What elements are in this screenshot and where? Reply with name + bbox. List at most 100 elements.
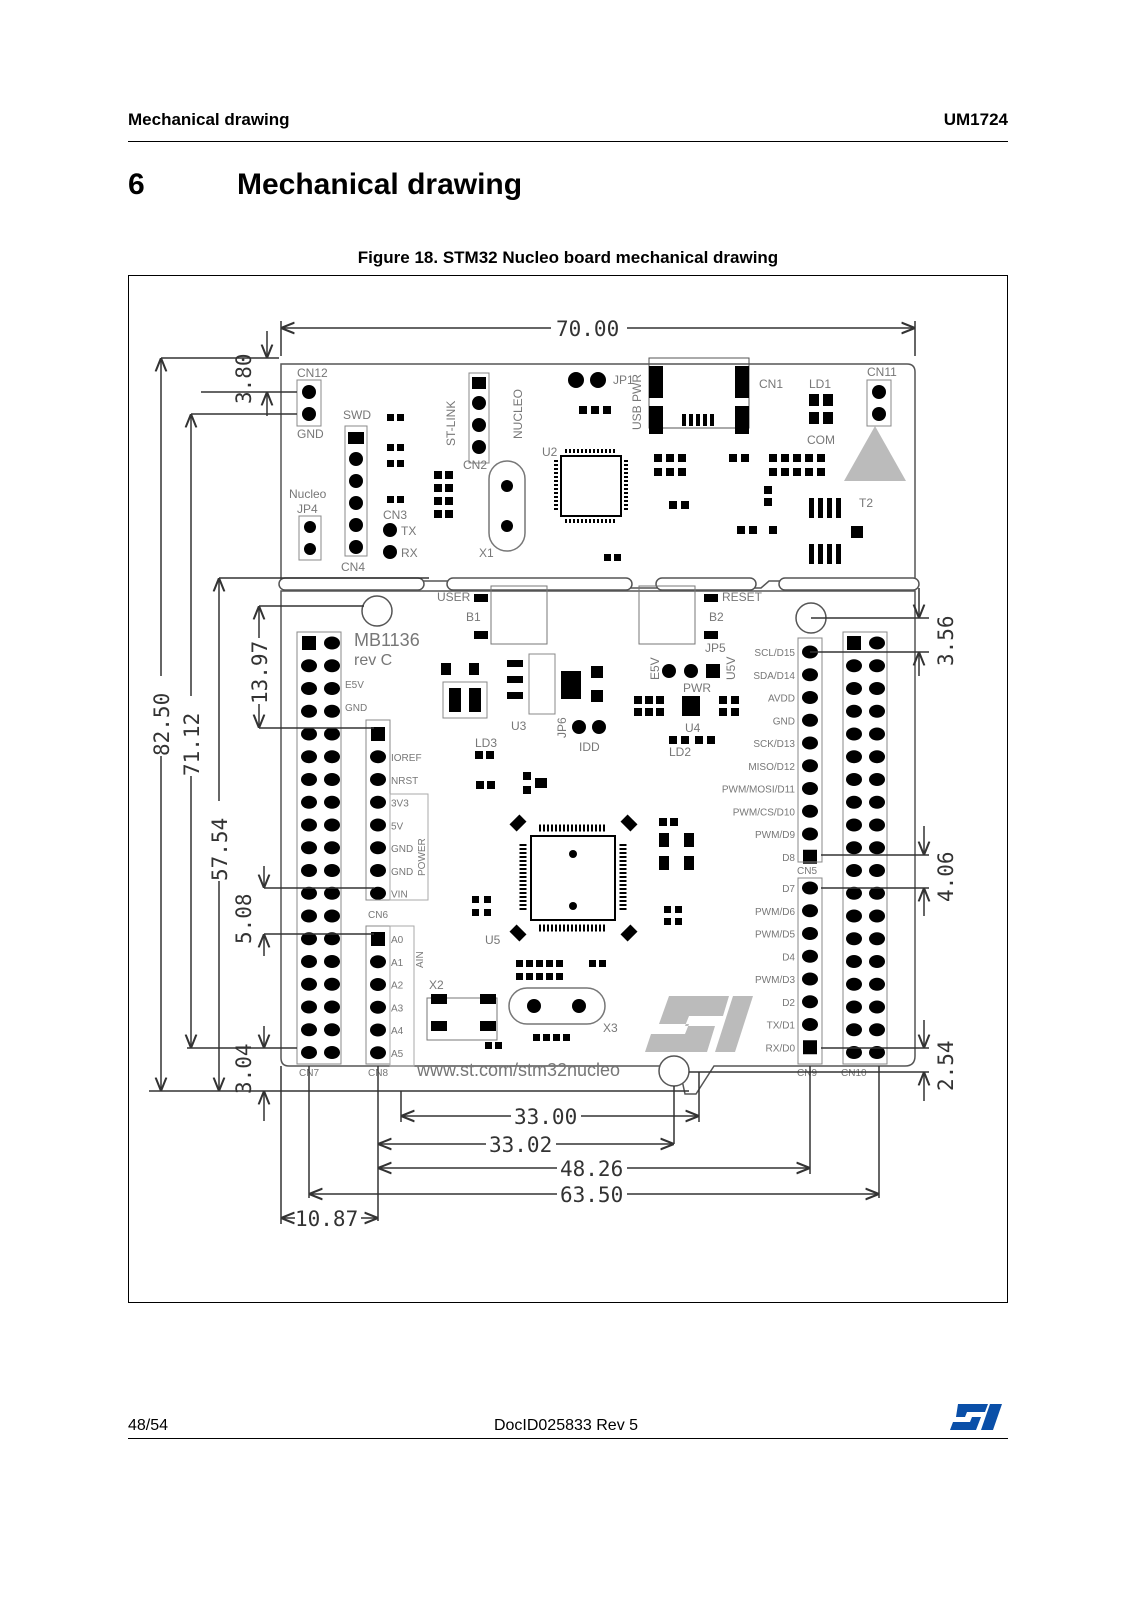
- footer-page-number: 48/54: [128, 1417, 169, 1434]
- cn7-pin: [324, 1000, 340, 1014]
- cn6-pin: [370, 864, 386, 877]
- cn7-pin: [301, 864, 317, 877]
- cn10-pin: [869, 682, 885, 695]
- ld2-label: LD2: [669, 745, 691, 759]
- jp5-header: [662, 664, 720, 678]
- cn6-pin: [371, 727, 385, 741]
- cn10-pin: [846, 886, 862, 900]
- t2-label: T2: [859, 496, 873, 510]
- cn5-arduino-digital-header: [802, 645, 818, 864]
- ld1-led: [809, 394, 833, 424]
- cn10-pin: [846, 773, 862, 786]
- cn9labels-text: D4: [782, 952, 795, 963]
- cn10-pin: [869, 727, 885, 741]
- cn9-pin: [802, 881, 818, 895]
- cn5-pin: [802, 691, 818, 704]
- stlink-small-components: [387, 406, 825, 561]
- cn12-label: CN12: [297, 366, 328, 380]
- cn5labels-text: PWM/D9: [755, 830, 795, 841]
- cn5-pin: [802, 713, 818, 727]
- cn2-label: CN2: [463, 458, 487, 472]
- cn7-pin: [301, 727, 317, 741]
- dim-33-00: 33.00: [514, 1105, 577, 1129]
- cn10-pin: [869, 659, 885, 673]
- cn10-pin: [846, 955, 862, 968]
- cn7-pin: [324, 659, 340, 673]
- dim-48-26: 48.26: [560, 1157, 623, 1181]
- cn5-label: CN5: [797, 866, 817, 877]
- cn7-pin: [301, 659, 317, 673]
- cn5-pin: [802, 782, 818, 795]
- break-off-slots: [278, 577, 920, 591]
- mechanical-drawing-figure: CN12 CN11 SWD GND Nucleo JP4 CN3 TX RX C…: [128, 275, 1008, 1303]
- figure-caption: Figure 18. STM32 Nucleo board mechanical…: [357, 248, 779, 267]
- cn7-pin: [324, 864, 340, 877]
- t2-components: [809, 498, 863, 564]
- cn7-pin: [324, 750, 340, 764]
- x3-label: X3: [603, 1021, 618, 1035]
- cn10-pin: [846, 977, 862, 991]
- cn5labels-text: PWM/MOSI/D11: [722, 785, 796, 796]
- board-url: www.st.com/stm32nucleo: [416, 1060, 620, 1080]
- nucleo-silk-label: Nucleo: [289, 487, 327, 501]
- cn7-pin: [301, 932, 317, 946]
- b2-label: B2: [709, 610, 724, 624]
- cn10-morpho-header: [846, 636, 885, 1059]
- cn5-pin: [802, 759, 818, 773]
- power-group-box: [389, 793, 429, 901]
- u5v-label: U5V: [724, 657, 738, 680]
- cn5labels-text: AVDD: [768, 694, 795, 705]
- cn7-pin: [301, 682, 317, 695]
- dim-71-12: 71.12: [180, 713, 204, 776]
- dim-82-50: 82.50: [150, 693, 174, 756]
- e5v-label: E5V: [345, 680, 364, 691]
- cn5labels-text: GND: [773, 716, 795, 727]
- u4-label: U4: [685, 721, 701, 735]
- main-board-outline: [280, 590, 916, 1095]
- cn10-pin: [869, 704, 885, 718]
- cn5-pin: [802, 736, 818, 750]
- cn7-pin: [324, 909, 340, 923]
- jp1-label: JP1: [613, 373, 634, 387]
- cn9labels-text: PWM/D3: [755, 975, 795, 986]
- cn10-pin: [869, 636, 885, 650]
- u5-label: U5: [485, 933, 501, 947]
- cn11-header: [866, 379, 892, 427]
- cn7-pin: [301, 1046, 317, 1059]
- jp1-header: [568, 372, 606, 388]
- cn6labels-text: 5V: [391, 821, 404, 832]
- cn7-pin: [324, 977, 340, 991]
- header-rule: [128, 141, 1008, 142]
- cn1-label: CN1: [759, 377, 783, 391]
- cn8-arduino-analog-header: [370, 932, 386, 1060]
- running-header-doc: UM1724: [943, 110, 1008, 129]
- dim-10-87: 10.87: [295, 1207, 358, 1231]
- cn9-pin: [802, 995, 818, 1009]
- cn10-pin: [869, 977, 885, 991]
- cn8labels-text: A5: [391, 1049, 404, 1060]
- cn6labels-text: GND: [391, 867, 413, 878]
- cn4-label: CN4: [341, 560, 365, 574]
- tx-label: TX: [401, 524, 416, 538]
- usb-cn1-connector: [648, 357, 750, 434]
- x2-crystal: [426, 994, 498, 1041]
- u2-stlink-mcu: [554, 449, 628, 523]
- power-group-label: POWER: [417, 838, 428, 876]
- cn10-pin: [869, 1023, 885, 1037]
- cn7-pin: [301, 1000, 317, 1014]
- cn6-pin: [370, 841, 386, 855]
- cn10-pin: [846, 795, 862, 809]
- cn8labels-text: A1: [391, 958, 404, 969]
- board-model: MB1136: [354, 630, 420, 650]
- cn10-pin: [847, 636, 861, 650]
- cn7-pin: [324, 636, 340, 650]
- cn6labels-text: IOREF: [391, 753, 422, 764]
- cn7-pin: [324, 1023, 340, 1037]
- cn7-pin: [324, 1046, 340, 1059]
- cn7-pin: [301, 909, 317, 923]
- com-label: COM: [807, 433, 835, 447]
- gnd-label: GND: [297, 427, 324, 441]
- cn9labels-text: D7: [782, 884, 795, 895]
